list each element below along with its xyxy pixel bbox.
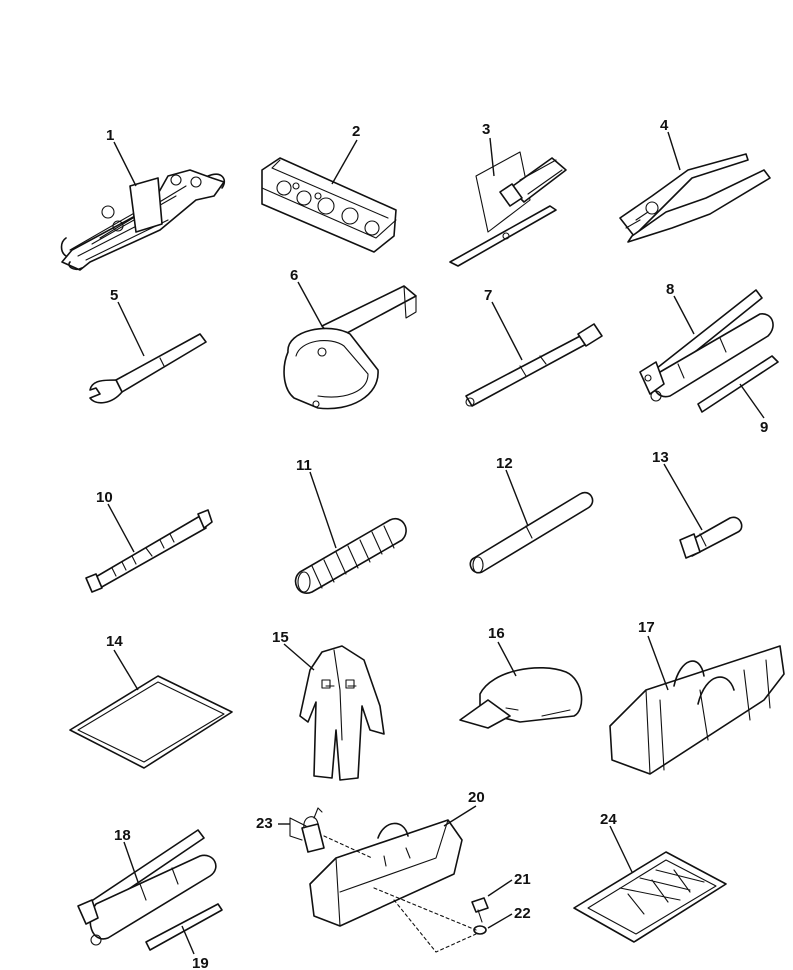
callout-7: 7 <box>484 287 492 304</box>
callout-18: 18 <box>114 827 131 844</box>
callout-22: 22 <box>514 905 531 922</box>
manual-sheet <box>69 675 233 769</box>
open-wrench <box>89 333 207 404</box>
pipe <box>469 491 594 574</box>
callout-19: 19 <box>192 955 209 970</box>
bolt <box>471 897 489 923</box>
callout-13: 13 <box>652 449 669 466</box>
callout-5: 5 <box>110 287 118 304</box>
callout-24: 24 <box>600 811 617 828</box>
coveralls <box>299 645 385 781</box>
callout-4: 4 <box>660 117 669 134</box>
callout-1: 1 <box>106 127 114 144</box>
tool-box <box>309 819 463 927</box>
callout-14: 14 <box>106 633 123 650</box>
wrench-set <box>60 169 226 271</box>
callout-9: 9 <box>760 419 768 436</box>
callout-20: 20 <box>468 789 485 806</box>
filter-wrench <box>283 285 417 410</box>
grease-gun-large <box>77 829 217 946</box>
callout-23: 23 <box>256 815 273 832</box>
grease-nozzle <box>697 355 779 413</box>
callout-21: 21 <box>514 871 531 888</box>
socket-box <box>261 157 397 253</box>
tool-bag <box>609 645 785 775</box>
callout-12: 12 <box>496 455 513 472</box>
callout-3: 3 <box>482 121 490 138</box>
callout-10: 10 <box>96 489 113 506</box>
callout-2: 2 <box>352 123 360 140</box>
cap <box>459 666 583 729</box>
parts-book <box>573 851 727 943</box>
pliers <box>619 153 771 243</box>
grease-gun <box>639 289 774 402</box>
washer <box>473 925 487 935</box>
callout-11: 11 <box>296 457 312 474</box>
callout-15: 15 <box>272 629 289 646</box>
screwdriver <box>449 151 567 267</box>
corrugated-hose <box>294 517 407 594</box>
callout-8: 8 <box>666 281 674 298</box>
grease-nozzle-large <box>145 903 223 951</box>
callout-17: 17 <box>638 619 655 636</box>
threaded-tube <box>85 509 213 593</box>
callout-6: 6 <box>290 267 298 284</box>
extension-bar <box>465 323 603 407</box>
adapter <box>679 516 743 559</box>
callout-16: 16 <box>488 625 505 642</box>
padlock <box>289 807 325 853</box>
